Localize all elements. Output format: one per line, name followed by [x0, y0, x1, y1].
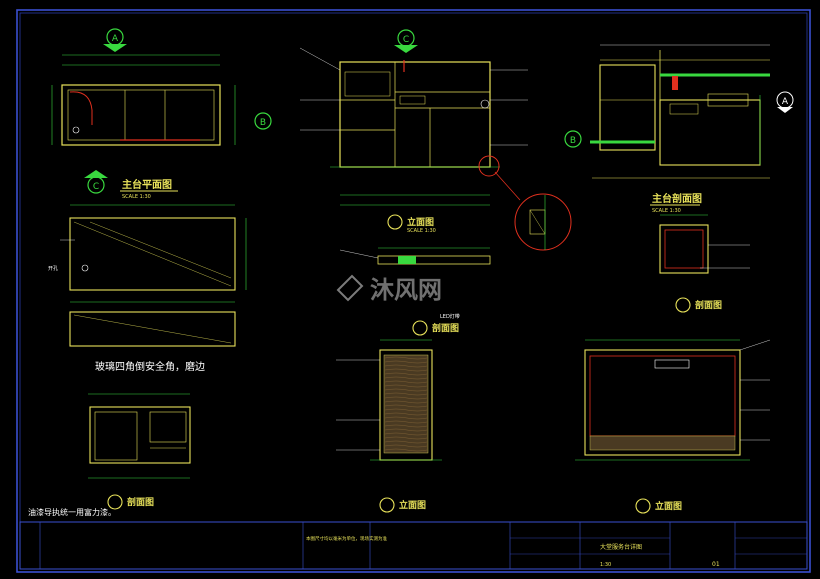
hatch-line [384, 356, 428, 360]
hatch-line [384, 396, 428, 400]
hatch-line [384, 420, 428, 424]
hatch-line [384, 400, 428, 404]
marker-c-label: C [93, 182, 99, 192]
sheet-number: 01 [712, 561, 720, 568]
marker-c-top-label: C [403, 35, 409, 45]
led-detail-title: 剖面图 [432, 322, 459, 334]
glass-panel-view: 开孔 玻璃四角倒安全角，磨边 [48, 204, 247, 373]
title-block: 本图尺寸均以毫米为单位，现场实测为准 大堂服务台详图 1:30 01 [19, 521, 808, 570]
hatch-line [384, 428, 428, 432]
drawing-name: 大堂服务台详图 [600, 543, 642, 551]
small-section-title: 剖面图 [695, 299, 722, 311]
title-block-note: 本图尺寸均以毫米为单位，现场实测为准 [306, 535, 387, 542]
watermark-text: 沐风网 [370, 276, 442, 304]
elevation-view-c: 立面图 [575, 339, 771, 514]
section-view-scale: SCALE 1:30 [652, 208, 681, 214]
plan-view: A B C 主台平面图 SCALE 1:30 [51, 28, 272, 200]
watermark: 沐风网 [336, 274, 442, 304]
hatch-line [384, 448, 428, 452]
hatch-line [384, 360, 428, 364]
material-note: 油漆导执统一用富力漆。 [28, 507, 116, 517]
plan-view-scale: SCALE 1:30 [122, 194, 151, 200]
hatch-line [384, 424, 428, 428]
marker-a-label: A [112, 34, 119, 44]
marker-a-section-label: A [782, 97, 789, 107]
hatch-line [384, 404, 428, 408]
hatch-line [384, 444, 428, 448]
hatch-line [384, 388, 428, 392]
detail-view-title: 剖面图 [127, 496, 154, 508]
elevation-view-a: C 立面图 SCALE 1:30 [299, 29, 528, 234]
elevation-view-b: 立面图 [336, 339, 442, 513]
elevation-c-title: 立面图 [655, 500, 682, 512]
hatch-line [384, 416, 428, 420]
elevation-b-title: 立面图 [399, 499, 426, 511]
hatch-line [384, 368, 428, 372]
led-strip-detail: LED灯带 剖面图 [339, 247, 491, 336]
hatch-line [384, 372, 428, 376]
hatch-line [384, 440, 428, 444]
marker-a-section: A [776, 91, 794, 113]
marker-b-label: B [260, 118, 266, 128]
marker-c-top: C [394, 29, 418, 53]
hatch-line [384, 412, 428, 416]
marker-c-plan: C [84, 170, 108, 194]
small-section-view: 剖面图 [659, 214, 750, 313]
hatch-line [384, 432, 428, 436]
section-view: B A 主台剖面图 SCALE 1:30 [564, 44, 794, 214]
plan-view-title: 主台平面图 [122, 178, 172, 191]
marker-b-left: B [254, 112, 272, 130]
hatch-line [384, 384, 428, 388]
drawing-scale: 1:30 [600, 562, 611, 568]
hatch-line [384, 392, 428, 396]
open-hole-label: 开孔 [48, 265, 58, 272]
marker-b-section: B [564, 130, 582, 148]
hatch-line [384, 380, 428, 384]
hatch-line [384, 376, 428, 380]
small-detail-view: 剖面图 油漆导执统一用富力漆。 [28, 393, 191, 517]
section-view-title: 主台剖面图 [652, 192, 702, 205]
detail-callout [494, 171, 572, 251]
glass-corner-note: 玻璃四角倒安全角，磨边 [95, 360, 205, 373]
marker-b-section-label: B [570, 136, 576, 146]
hatch-line [384, 436, 428, 440]
hatch-line [384, 364, 428, 368]
marker-a-top: A [103, 28, 127, 52]
elevation-a-scale: SCALE 1:30 [407, 228, 436, 234]
elevation-a-title: 立面图 [407, 216, 434, 228]
hatch-line [384, 408, 428, 412]
led-label: LED灯带 [440, 313, 460, 320]
